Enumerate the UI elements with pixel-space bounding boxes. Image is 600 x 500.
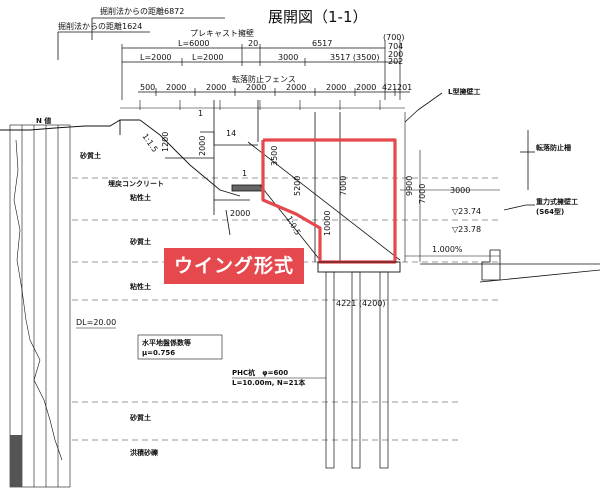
layer-sand-1: 砂質土 xyxy=(80,151,101,160)
seismic-box xyxy=(137,334,223,360)
dim-2000-c1: 2000 xyxy=(166,83,186,92)
precast-wall-note: プレキャスト擁壁 xyxy=(190,28,254,38)
dim-202: 202 xyxy=(388,57,403,66)
dim-201: 201 xyxy=(397,83,412,92)
layer-clay-2: 粘性土 xyxy=(130,282,151,291)
dim-l2000-b: L=2000 xyxy=(192,53,224,62)
dist-note-2: 掘削法からの距離1624 xyxy=(58,21,142,31)
dim-6517: 6517 xyxy=(312,39,332,48)
layer-clay-1: 粘性土 xyxy=(130,193,151,202)
dim-v9900: 9900 xyxy=(405,176,414,196)
dim-v14: 14 xyxy=(226,129,236,138)
dim-2000-c4: 2000 xyxy=(286,83,306,92)
strata-labels: 砂質土 粘性土 砂質土 粘性土 砂質土 洪積砂礫 埋戻コンクリート xyxy=(80,151,164,457)
dim-2000-c6: 2000 xyxy=(356,83,376,92)
dim-v2000: 2000 xyxy=(198,136,207,156)
dim-base-4221: 4221 (4200) xyxy=(336,299,386,308)
dist-note-1: 掘削法からの距離6872 xyxy=(100,6,184,16)
slope-1-1-5: 1:1.5 xyxy=(140,132,159,154)
boring-log xyxy=(9,124,71,488)
dim-v1200: 1200 xyxy=(161,132,170,152)
dim-2000-c3: 2000 xyxy=(246,83,266,92)
seismic-value: μ=0.756 xyxy=(142,349,175,357)
dim-200: 200 xyxy=(388,50,403,59)
dim-2000-c2: 2000 xyxy=(206,83,226,92)
dim-v5200: 5200 xyxy=(293,176,302,196)
dim-l2000-a: L=2000 xyxy=(140,53,172,62)
boring-hatch xyxy=(10,435,22,487)
fence-note: 転落防止フェンス xyxy=(232,74,296,84)
dim-h2000: 2000 xyxy=(230,209,250,218)
dim-3517: 3517 (3500) xyxy=(330,53,380,62)
layer-sand-3: 砂質土 xyxy=(130,413,151,422)
pile-spec-1: PHC杭 φ=600 xyxy=(232,368,288,377)
dim-l6000: L=6000 xyxy=(178,39,210,48)
drawing-title: 展開図（1-1） xyxy=(268,8,368,26)
n-value-label: N 値 xyxy=(36,116,51,125)
top-dimension-labels: L=6000 20 6517 (700) 704 200 202 L=2000 … xyxy=(140,33,412,92)
rail-label: 転落防止柵 xyxy=(536,143,571,152)
dim-20: 20 xyxy=(248,39,258,48)
right-structures xyxy=(404,92,600,283)
ground-profile xyxy=(0,119,241,197)
level-23-78: ▽23.78 xyxy=(452,225,481,234)
vertical-dimension-labels: 3500 5200 7000 10000 7000 9900 2000 1200… xyxy=(140,109,470,237)
dim-v7000b: 7000 xyxy=(418,184,427,204)
dl-label: DL=20.00 xyxy=(76,318,116,327)
piles xyxy=(325,271,389,469)
layer-gravel: 洪積砂礫 xyxy=(130,448,159,457)
dim-h3000: 3000 xyxy=(450,186,470,195)
wall-structure xyxy=(165,100,401,262)
gravity-wall-type: (S64型) xyxy=(536,207,564,216)
dim-v3500: 3500 xyxy=(270,146,279,166)
dim-v1b: 1 xyxy=(242,169,247,178)
backfill-concrete: 埋戻コンクリート xyxy=(108,179,164,188)
dim-v10000: 10000 xyxy=(323,211,332,236)
fence xyxy=(120,100,405,110)
dim-421: 421 xyxy=(382,83,397,92)
dim-500: 500 xyxy=(140,83,155,92)
pile-spec-2: L=10.00m, N=21本 xyxy=(232,378,305,387)
top-dimension-chains xyxy=(121,40,410,100)
dim-2000-c5: 2000 xyxy=(326,83,346,92)
wing-form-banner: ウイング形式 xyxy=(164,248,304,284)
top-notes: 掘削法からの距離6872 掘削法からの距離1624 プレキャスト擁壁 転落防止フ… xyxy=(57,6,296,84)
dim-v1: 1 xyxy=(198,109,203,118)
seismic-note: 水平地盤係数等 xyxy=(142,338,191,347)
dim-3000-top: 3000 xyxy=(278,53,298,62)
gravity-wall-label: 重力式擁壁工 xyxy=(536,197,578,206)
dim-v7000a: 7000 xyxy=(339,176,348,196)
dim-700: (700) xyxy=(383,33,405,42)
grade-1-percent: 1.000% xyxy=(432,245,463,254)
l-wall-label: L型擁壁工 xyxy=(448,87,480,96)
layer-sand-2: 砂質土 xyxy=(130,237,151,246)
level-23-74: ▽23.74 xyxy=(452,207,481,216)
wing-outline xyxy=(261,138,397,264)
dim-704: 704 xyxy=(388,42,403,51)
